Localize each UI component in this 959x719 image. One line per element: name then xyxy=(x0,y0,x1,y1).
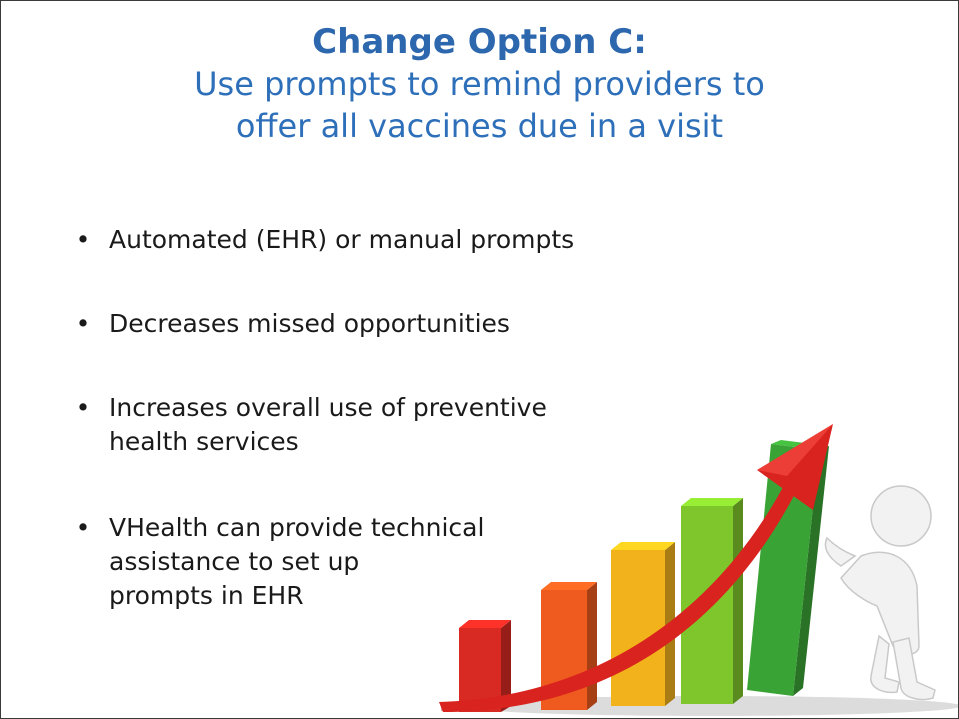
growth-arrow-head xyxy=(757,424,833,510)
bullet-dot: • xyxy=(75,393,91,422)
bar-3 xyxy=(611,542,675,706)
person-figure xyxy=(824,485,936,701)
slide-subtitle-line-2: offer all vaccines due in a visit xyxy=(235,107,724,145)
bullet-item: • Increases overall use of preventive he… xyxy=(73,391,693,459)
growth-arrow-body xyxy=(439,472,803,712)
bullet-item: • VHealth can provide technical assistan… xyxy=(73,511,693,613)
bullet-list: • Automated (EHR) or manual prompts • De… xyxy=(73,223,693,613)
bullet-item: • Automated (EHR) or manual prompts xyxy=(73,223,693,257)
slide-subtitle-line-1: Use prompts to remind providers to xyxy=(194,65,765,103)
bullet-text: Automated (EHR) or manual prompts xyxy=(109,225,575,254)
bullet-item: • Decreases missed opportunities xyxy=(73,307,693,341)
slide-title: Change Option C: xyxy=(312,22,647,62)
bullet-text: Increases overall use of preventive xyxy=(109,393,547,422)
bullet-dot: • xyxy=(75,309,91,338)
bullet-dot: • xyxy=(75,225,91,254)
growth-chart-illustration xyxy=(439,424,958,716)
bullet-dot: • xyxy=(75,513,91,542)
title-block: Change Option C: Use prompts to remind p… xyxy=(1,21,958,147)
bar-4 xyxy=(681,498,743,704)
bullet-text: prompts in EHR xyxy=(109,581,304,610)
bullet-text: VHealth can provide technical xyxy=(109,513,485,542)
bullet-text: Decreases missed opportunities xyxy=(109,309,510,338)
bullet-text: health services xyxy=(109,427,299,456)
bullet-text: assistance to set up xyxy=(109,547,360,576)
